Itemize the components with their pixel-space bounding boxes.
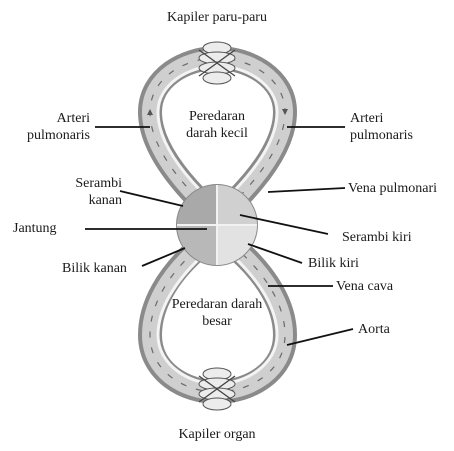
- label-jantung: Jantung: [13, 220, 57, 237]
- label-kapiler-paru: Kapiler paru-paru: [147, 9, 287, 26]
- leader-vena-pulmonari: [268, 188, 345, 192]
- leader-serambi-kanan: [120, 191, 183, 206]
- label-kapiler-organ: Kapiler organ: [150, 426, 284, 443]
- label-arteri-pulmonaris-right: Arteri pulmonaris: [350, 110, 413, 144]
- label-bilik-kanan: Bilik kanan: [62, 260, 127, 277]
- label-aorta: Aorta: [358, 321, 390, 338]
- label-vena-cava: Vena cava: [336, 278, 393, 295]
- label-bilik-kiri: Bilik kiri: [308, 255, 359, 272]
- label-serambi-kanan: Serambi kanan: [50, 175, 122, 209]
- label-arteri-pulmonaris-left: Arteri pulmonaris: [22, 110, 90, 144]
- label-vena-pulmonari: Vena pulmonari: [348, 180, 437, 197]
- label-serambi-kiri: Serambi kiri: [342, 229, 412, 246]
- heart: [177, 185, 257, 265]
- label-peredaran-kecil: Peredaran darah kecil: [172, 108, 262, 142]
- label-peredaran-besar: Peredaran darah besar: [160, 296, 274, 330]
